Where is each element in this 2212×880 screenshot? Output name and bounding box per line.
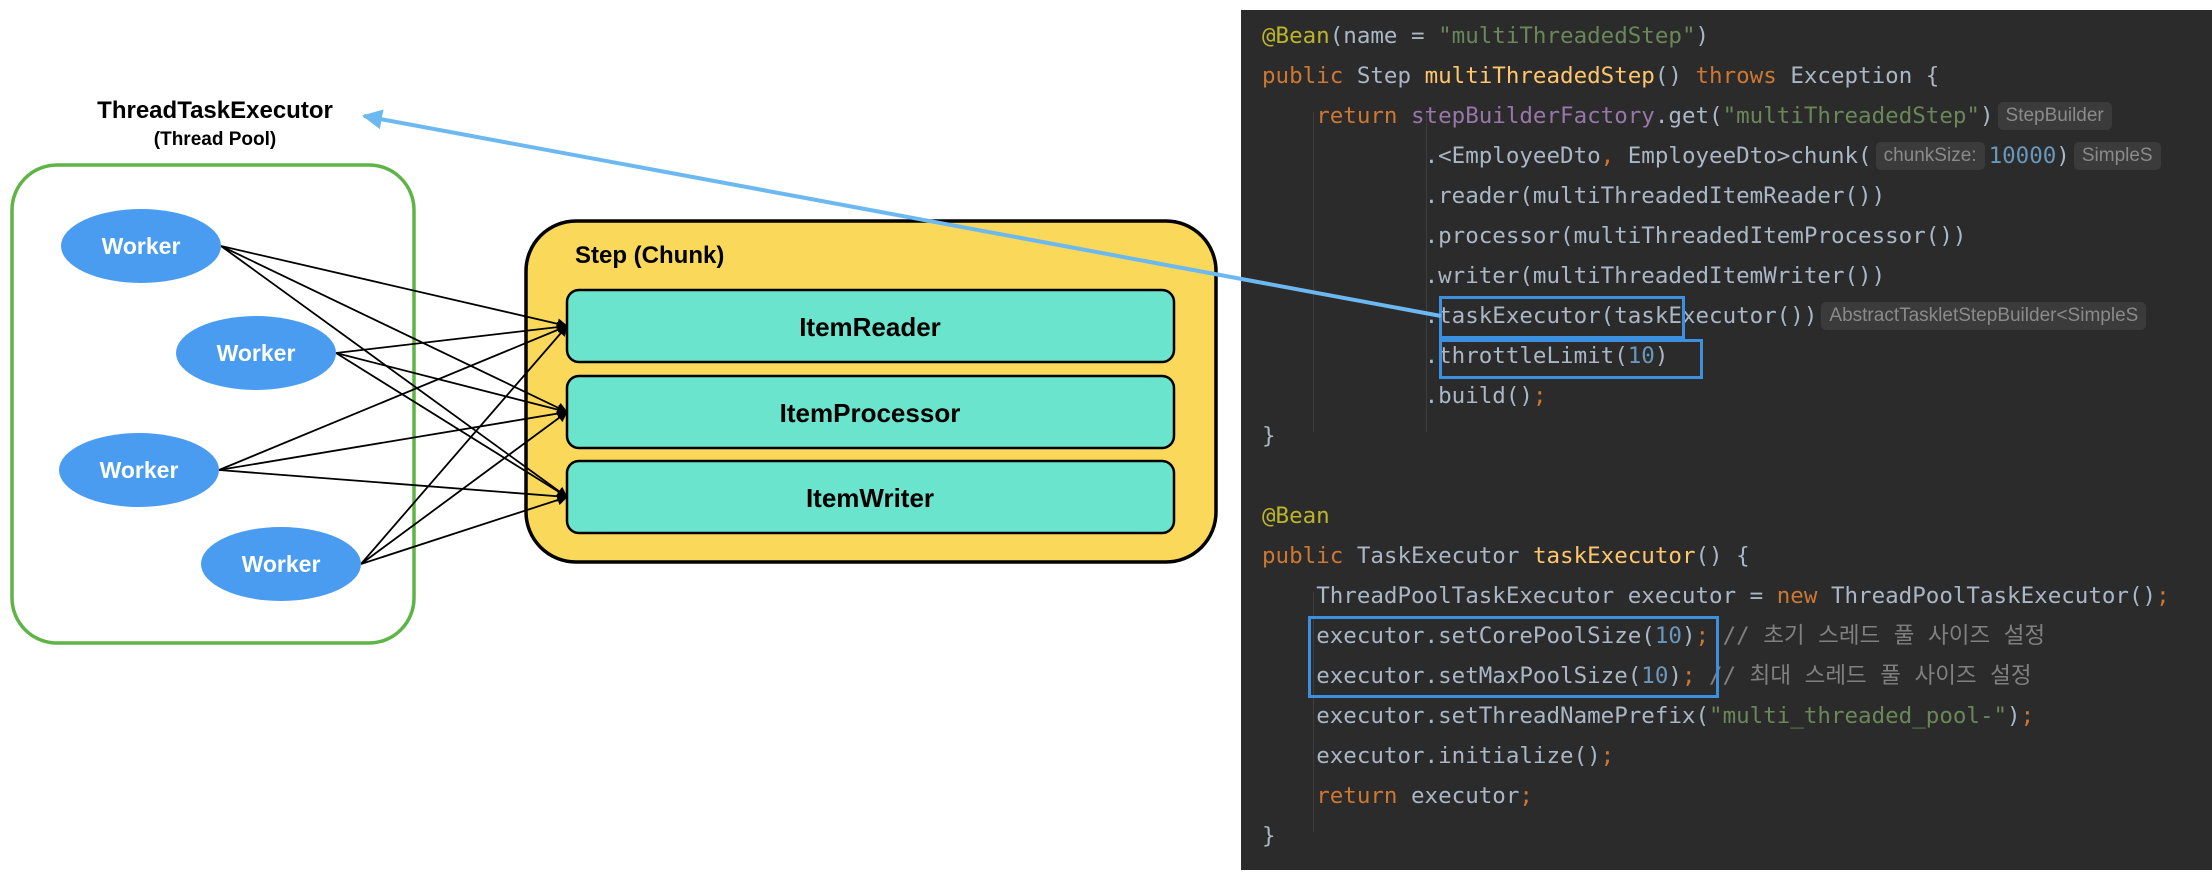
annotation: @Bean bbox=[1262, 23, 1330, 49]
code-line-11: } bbox=[1262, 423, 1276, 449]
worker-3-to-component-1-arrow bbox=[218, 324, 568, 471]
indent-guide bbox=[1313, 592, 1314, 832]
code-line-16: executor.setCorePoolSize(10); // 초기 스레드 … bbox=[1316, 623, 2046, 649]
code-line-6: .processor(multiThreadedItemProcessor()) bbox=[1424, 223, 1967, 249]
pool-title: ThreadTaskExecutor bbox=[97, 97, 333, 124]
annotation: @Bean bbox=[1262, 503, 1330, 529]
code-line-18: executor.setThreadNamePrefix("multi_thre… bbox=[1316, 703, 2035, 729]
worker-label-3: Worker bbox=[100, 457, 179, 483]
worker-label-1: Worker bbox=[102, 233, 181, 259]
param-hint: chunkSize: bbox=[1875, 142, 1985, 170]
worker-1-to-component-1-arrow bbox=[220, 245, 569, 330]
type-hint: SimpleS bbox=[2073, 142, 2161, 170]
code-line-7: .writer(multiThreadedItemWriter()) bbox=[1424, 263, 1886, 289]
worker-2-to-component-2-arrow bbox=[335, 352, 569, 415]
worker-label-4: Worker bbox=[242, 551, 321, 577]
code-line-21: } bbox=[1262, 823, 1276, 849]
code-line-8: .taskExecutor(taskExecutor())AbstractTas… bbox=[1262, 296, 2150, 336]
code-line-17: executor.setMaxPoolSize(10); // 최대 스레드 풀… bbox=[1316, 663, 2032, 689]
worker-node-2 bbox=[176, 316, 336, 390]
worker-node-4 bbox=[201, 527, 361, 601]
item-processor-label: ItemProcessor bbox=[780, 398, 961, 428]
worker-4-to-component-2-arrow bbox=[360, 411, 568, 565]
code-comment: // 초기 스레드 풀 사이즈 설정 bbox=[1709, 623, 2046, 649]
code-line-13: @Bean bbox=[1262, 496, 1330, 536]
type-hint: AbstractTaskletStepBuilder<SimpleS bbox=[1821, 302, 2147, 330]
step-title: Step (Chunk) bbox=[575, 242, 724, 269]
type-hint: StepBuilder bbox=[1997, 102, 2112, 130]
worker-4-to-component-1-arrow bbox=[360, 325, 568, 565]
worker-2-to-component-1-arrow bbox=[335, 321, 569, 354]
worker-1-to-component-2-arrow bbox=[220, 245, 568, 413]
code-line-3: return stepBuilderFactory.get("multiThre… bbox=[1262, 96, 2116, 136]
pool-subtitle: (Thread Pool) bbox=[154, 129, 276, 150]
item-writer-label: ItemWriter bbox=[806, 483, 934, 513]
code-line-2: public Step multiThreadedStep() throws E… bbox=[1262, 63, 1940, 89]
item-reader-label: ItemReader bbox=[799, 312, 941, 342]
worker-4-to-component-3-arrow bbox=[360, 494, 569, 565]
highlight-pool-size bbox=[1308, 616, 1719, 698]
worker-3-to-component-3-arrow bbox=[218, 469, 569, 502]
multithreaded-step-diagram: ThreadTaskExecutor (Thread Pool) Step (C… bbox=[10, 97, 1218, 645]
code-line-1: @Bean(name = "multiThreadedStep") bbox=[1262, 23, 1710, 49]
worker-3-to-component-2-arrow bbox=[218, 408, 569, 471]
code-line-14: public TaskExecutor taskExecutor() { bbox=[1262, 543, 1750, 569]
worker-node-1 bbox=[61, 209, 221, 283]
code-line-19: executor.initialize(); bbox=[1316, 743, 1615, 769]
worker-label-2: Worker bbox=[217, 340, 296, 366]
code-line-9: .throttleLimit(10) bbox=[1424, 343, 1669, 369]
worker-2-to-component-3-arrow bbox=[335, 352, 568, 498]
code-editor-panel: @Bean(name = "multiThreadedStep") public… bbox=[1241, 10, 2212, 870]
code-line-15: ThreadPoolTaskExecutor executor = new Th… bbox=[1316, 583, 2170, 609]
worker-arrows bbox=[218, 245, 569, 565]
thread-pool-box bbox=[10, 163, 416, 645]
code-line-20: return executor; bbox=[1316, 783, 1533, 809]
code-line-4: .<EmployeeDto, EmployeeDto>chunk(chunkSi… bbox=[1262, 136, 2165, 176]
highlight-task-executor bbox=[1439, 296, 1685, 339]
worker-node-3 bbox=[59, 433, 219, 507]
code-comment: // 최대 스레드 풀 사이즈 설정 bbox=[1695, 663, 2032, 689]
code-line-10: .build(); bbox=[1424, 383, 1547, 409]
code-line-5: .reader(multiThreadedItemReader()) bbox=[1424, 183, 1886, 209]
highlight-throttle-limit bbox=[1439, 339, 1703, 379]
